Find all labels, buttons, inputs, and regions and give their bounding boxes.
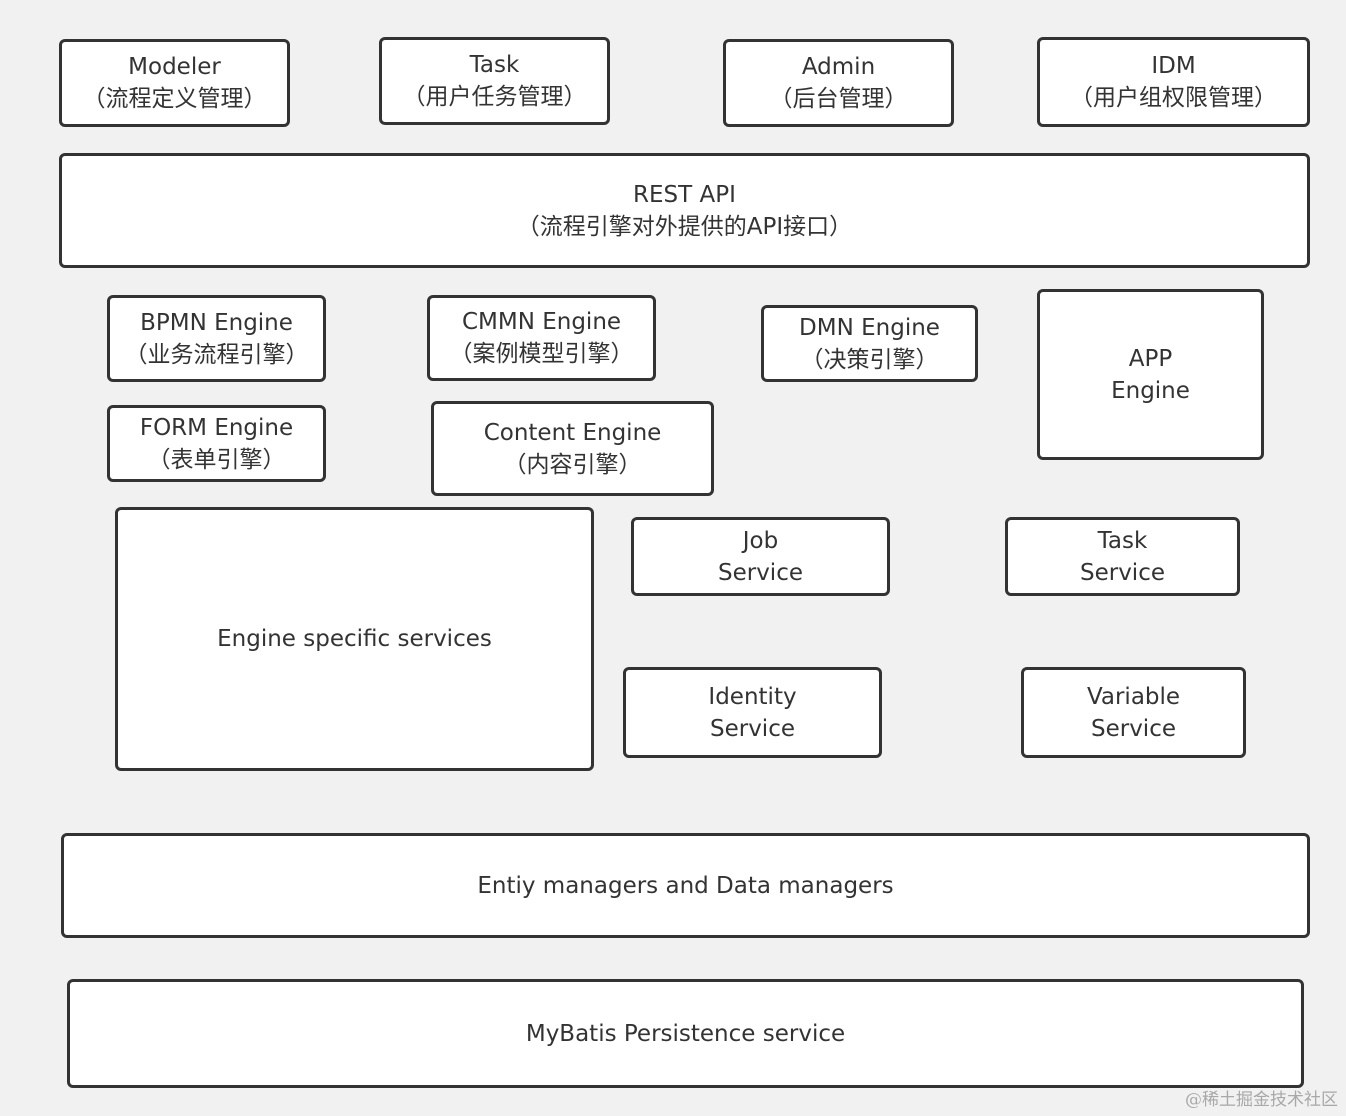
task-app-subtitle: （用户任务管理） xyxy=(402,84,587,110)
bpmn-engine-box: BPMN Engine （业务流程引擎） xyxy=(107,295,326,382)
job-service-line2: Service xyxy=(717,559,803,586)
content-engine-subtitle: （内容引擎） xyxy=(503,451,642,478)
cmmn-engine-subtitle: （案例模型引擎） xyxy=(449,341,634,367)
identity-service-line1: Identity xyxy=(708,683,797,710)
idm-box: IDM （用户组权限管理） xyxy=(1037,37,1310,127)
bpmn-engine-subtitle: （业务流程引擎） xyxy=(124,341,309,368)
form-engine-subtitle: （表单引擎） xyxy=(147,446,286,473)
content-engine-title: Content Engine xyxy=(483,419,662,446)
admin-subtitle: （后台管理） xyxy=(769,86,908,112)
watermark: @稀土掘金技术社区 xyxy=(1185,1090,1338,1110)
task-service-line2: Service xyxy=(1079,559,1165,586)
entity-managers-box: Entiy managers and Data managers xyxy=(61,833,1310,938)
variable-service-box: Variable Service xyxy=(1021,667,1246,758)
cmmn-engine-box: CMMN Engine （案例模型引擎） xyxy=(427,295,656,381)
variable-service-line1: Variable xyxy=(1086,683,1181,710)
task-service-box: Task Service xyxy=(1005,517,1240,596)
idm-title: IDM xyxy=(1151,53,1196,79)
app-engine-line2: Engine xyxy=(1111,377,1190,404)
identity-service-box: Identity Service xyxy=(623,667,882,758)
form-engine-box: FORM Engine （表单引擎） xyxy=(107,405,326,482)
task-app-box: Task （用户任务管理） xyxy=(379,37,610,125)
rest-api-title: REST API xyxy=(633,181,736,208)
rest-api-subtitle: （流程引擎对外提供的API接口） xyxy=(516,213,853,240)
modeler-subtitle: （流程定义管理） xyxy=(82,86,267,112)
bpmn-engine-title: BPMN Engine xyxy=(140,309,293,336)
app-engine-line1: APP xyxy=(1128,345,1173,372)
admin-box: Admin （后台管理） xyxy=(723,39,954,127)
dmn-engine-box: DMN Engine （决策引擎） xyxy=(761,305,978,382)
content-engine-box: Content Engine （内容引擎） xyxy=(431,401,714,496)
dmn-engine-subtitle: （决策引擎） xyxy=(800,346,939,373)
identity-service-line2: Service xyxy=(709,715,795,742)
job-service-box: Job Service xyxy=(631,517,890,596)
engine-specific-services-label: Engine specific services xyxy=(217,626,492,652)
admin-title: Admin xyxy=(801,54,876,80)
job-service-line1: Job xyxy=(742,527,779,554)
dmn-engine-title: DMN Engine xyxy=(799,314,940,341)
entity-managers-label: Entiy managers and Data managers xyxy=(477,872,894,899)
modeler-title: Modeler xyxy=(128,54,221,80)
rest-api-box: REST API （流程引擎对外提供的API接口） xyxy=(59,153,1310,268)
modeler-box: Modeler （流程定义管理） xyxy=(59,39,290,127)
app-engine-box: APP Engine xyxy=(1037,289,1264,460)
form-engine-title: FORM Engine xyxy=(139,414,294,441)
variable-service-line2: Service xyxy=(1090,715,1176,742)
idm-subtitle: （用户组权限管理） xyxy=(1070,85,1277,111)
mybatis-label: MyBatis Persistence service xyxy=(525,1020,846,1047)
task-service-line1: Task xyxy=(1097,527,1148,554)
engine-specific-services-box: Engine specific services xyxy=(115,507,594,771)
cmmn-engine-title: CMMN Engine xyxy=(461,309,622,335)
mybatis-box: MyBatis Persistence service xyxy=(67,979,1304,1088)
task-app-title: Task xyxy=(469,52,520,78)
